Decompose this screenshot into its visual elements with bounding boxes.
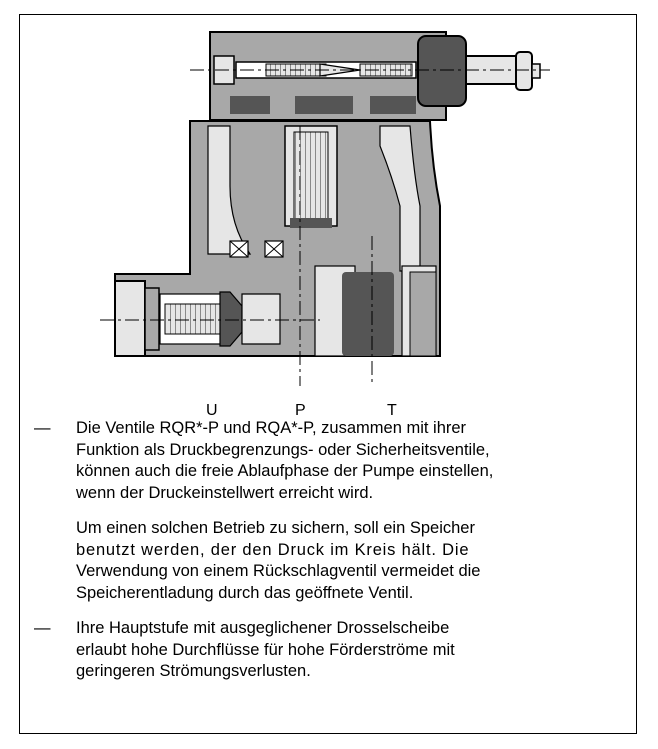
port-label-t: T: [387, 402, 397, 416]
content-frame: [19, 14, 637, 734]
text-line: Verwendung von einem Rückschlagventil ve…: [76, 562, 481, 580]
text-line: Ihre Hauptstufe mit ausgeglichener Dross…: [76, 619, 450, 637]
bullet-dash: —: [34, 619, 51, 637]
text-line: können auch die freie Ablaufphase der Pu…: [76, 462, 494, 480]
valve-cross-section-diagram: U P T: [100, 31, 550, 416]
port-label-p: P: [295, 402, 306, 416]
description-text: — Die Ventile RQR*-P und RQA*-P, zusamme…: [30, 418, 610, 683]
bullet-item-1: — Die Ventile RQR*-P und RQA*-P, zusamme…: [30, 418, 610, 504]
text-line: benutzt werden, der den Druck im Kreis h…: [76, 540, 470, 559]
text-line: Speicherentladung durch das geöffnete Ve…: [76, 583, 414, 602]
paragraph-2: Um einen solchen Betrieb zu sichern, sol…: [30, 518, 610, 604]
check-valve-assembly: [100, 236, 373, 386]
bullet-item-3: — Ihre Hauptstufe mit ausgeglichener Dro…: [30, 618, 610, 683]
pilot-head: [190, 31, 550, 121]
text-line: erlaubt hohe Durchflüsse für hohe Förder…: [76, 640, 455, 659]
main-body: [114, 120, 441, 386]
text-line: geringeren Strömungsverlusten.: [76, 662, 311, 680]
text-line: wenn der Druckeinstellwert erreicht wird…: [76, 483, 374, 502]
bullet-dash: —: [34, 419, 51, 437]
text-line: Um einen solchen Betrieb zu sichern, sol…: [76, 519, 475, 537]
text-line: Die Ventile RQR*-P und RQA*-P, zusammen …: [76, 419, 467, 437]
text-line: Funktion als Druckbegrenzungs- oder Sich…: [76, 440, 490, 459]
port-label-u: U: [206, 402, 218, 416]
